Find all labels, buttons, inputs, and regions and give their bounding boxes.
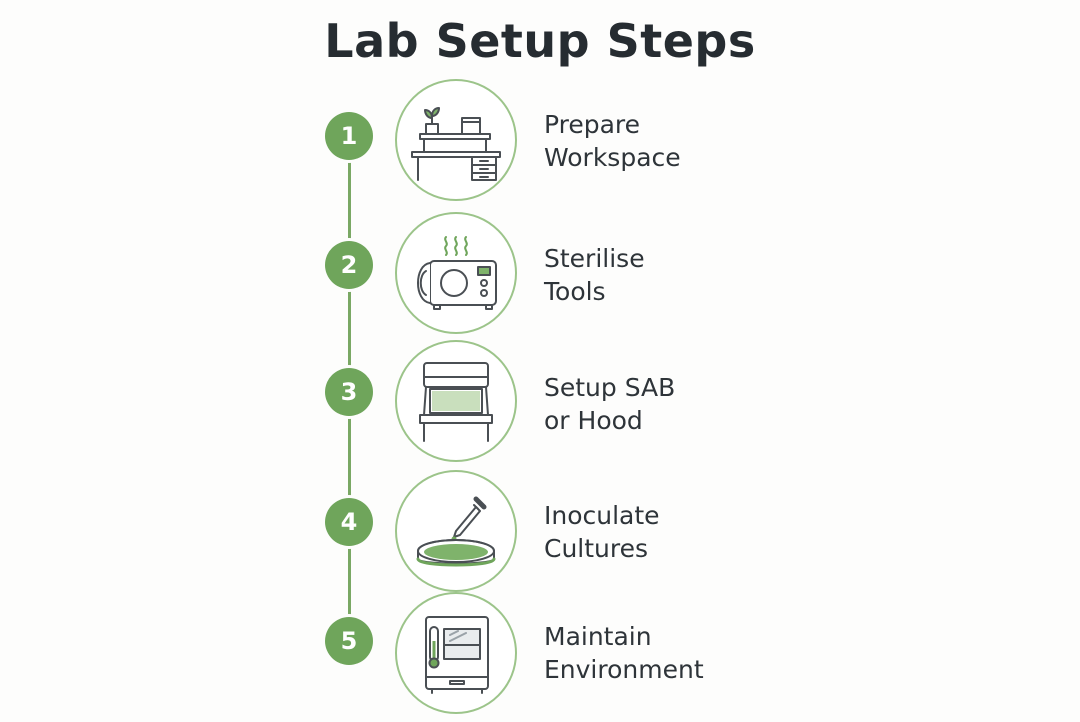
petri-dish-pipette-icon <box>395 470 517 592</box>
step-number-badge: 2 <box>325 241 373 289</box>
step-label: Prepare Workspace <box>544 110 681 172</box>
fume-hood-icon <box>395 340 517 462</box>
step-3: 3 Setup SAB or Hood <box>0 340 1080 470</box>
step-label: Inoculate Cultures <box>544 501 660 563</box>
incubator-icon <box>395 592 517 714</box>
step-label: Maintain Environment <box>544 622 704 684</box>
lab-bench-icon <box>395 79 517 201</box>
step-1: 1 Prepare Workspace <box>0 75 1080 205</box>
step-number-badge: 5 <box>325 617 373 665</box>
step-2: 2 Sterilise Tools <box>0 210 1080 340</box>
step-number-badge: 4 <box>325 498 373 546</box>
step-number-badge: 1 <box>325 112 373 160</box>
step-5: 5 Maintain Environment <box>0 592 1080 722</box>
step-label: Setup SAB or Hood <box>544 373 676 435</box>
page-title: Lab Setup Steps <box>324 14 756 68</box>
autoclave-icon <box>395 212 517 334</box>
step-number-badge: 3 <box>325 368 373 416</box>
step-4: 4 Inoculate Cultures <box>0 468 1080 598</box>
step-label: Sterilise Tools <box>544 244 645 306</box>
